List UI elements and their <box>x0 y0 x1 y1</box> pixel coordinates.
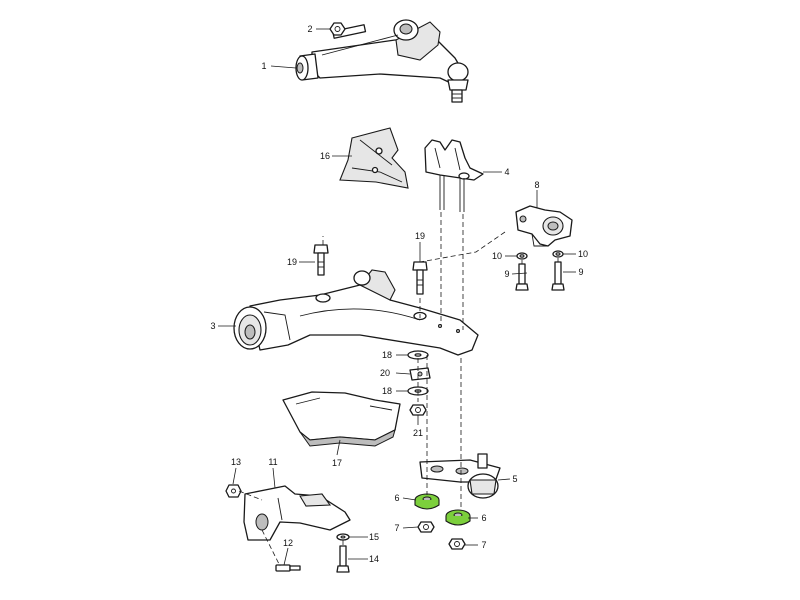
bolt-9-left <box>515 263 529 291</box>
callout-21: 21 <box>413 428 423 438</box>
nut-7-left <box>417 521 435 533</box>
washer-18-top <box>407 350 429 360</box>
callout-6-right: 6 <box>481 513 486 523</box>
callout-18-bottom: 18 <box>382 386 392 396</box>
callout-11: 11 <box>268 457 277 467</box>
callout-8: 8 <box>534 180 539 190</box>
callout-19-left: 19 <box>287 257 297 267</box>
callout-3: 3 <box>210 321 215 331</box>
nut-2 <box>329 22 346 36</box>
washer-10-right <box>552 250 564 258</box>
callout-9-right: 9 <box>578 267 583 277</box>
bolt-19-left <box>313 244 329 276</box>
bolt-19-right <box>412 261 428 295</box>
callout-14: 14 <box>369 554 379 564</box>
callout-10-right: 10 <box>578 249 588 259</box>
callout-12: 12 <box>283 538 293 548</box>
mounting-bracket-4 <box>424 139 484 212</box>
bushing-6-left <box>414 493 440 510</box>
callout-5: 5 <box>512 474 517 484</box>
clamp-bracket-8 <box>515 205 573 247</box>
callout-7-right: 7 <box>481 540 486 550</box>
lower-control-arm <box>233 269 479 356</box>
bracket-plate-16 <box>339 127 409 189</box>
callout-16: 16 <box>320 151 330 161</box>
nut-13 <box>225 484 242 498</box>
callout-2: 2 <box>307 24 312 34</box>
bracket-11 <box>243 485 351 541</box>
assembly-lines <box>238 212 559 567</box>
bolt-14 <box>336 545 350 573</box>
bolt-12 <box>275 564 301 572</box>
callout-19-right: 19 <box>415 231 425 241</box>
callout-15: 15 <box>369 532 379 542</box>
bolt-9-right <box>551 261 565 291</box>
callout-1: 1 <box>261 61 266 71</box>
callout-6-left: 6 <box>394 493 399 503</box>
nut-7-right <box>448 538 466 550</box>
bushing-6-right <box>445 509 471 526</box>
callout-9-left: 9 <box>504 269 509 279</box>
skid-plate-17 <box>282 391 401 447</box>
callout-18-top: 18 <box>382 350 392 360</box>
ball-joint-5 <box>419 453 501 499</box>
upper-control-arm <box>295 19 469 103</box>
callout-20: 20 <box>380 368 390 378</box>
callout-7-left: 7 <box>394 523 399 533</box>
washer-10-left <box>516 252 528 260</box>
callout-labels: 1 2 3 4 5 6 6 7 7 8 9 9 10 10 11 12 13 1… <box>210 24 588 564</box>
nut-21 <box>409 404 427 416</box>
washer-15 <box>336 533 350 541</box>
callout-17: 17 <box>332 458 342 468</box>
callout-10-left: 10 <box>492 251 502 261</box>
leader-lines <box>218 28 576 566</box>
callout-4: 4 <box>504 167 509 177</box>
callout-13: 13 <box>231 457 241 467</box>
